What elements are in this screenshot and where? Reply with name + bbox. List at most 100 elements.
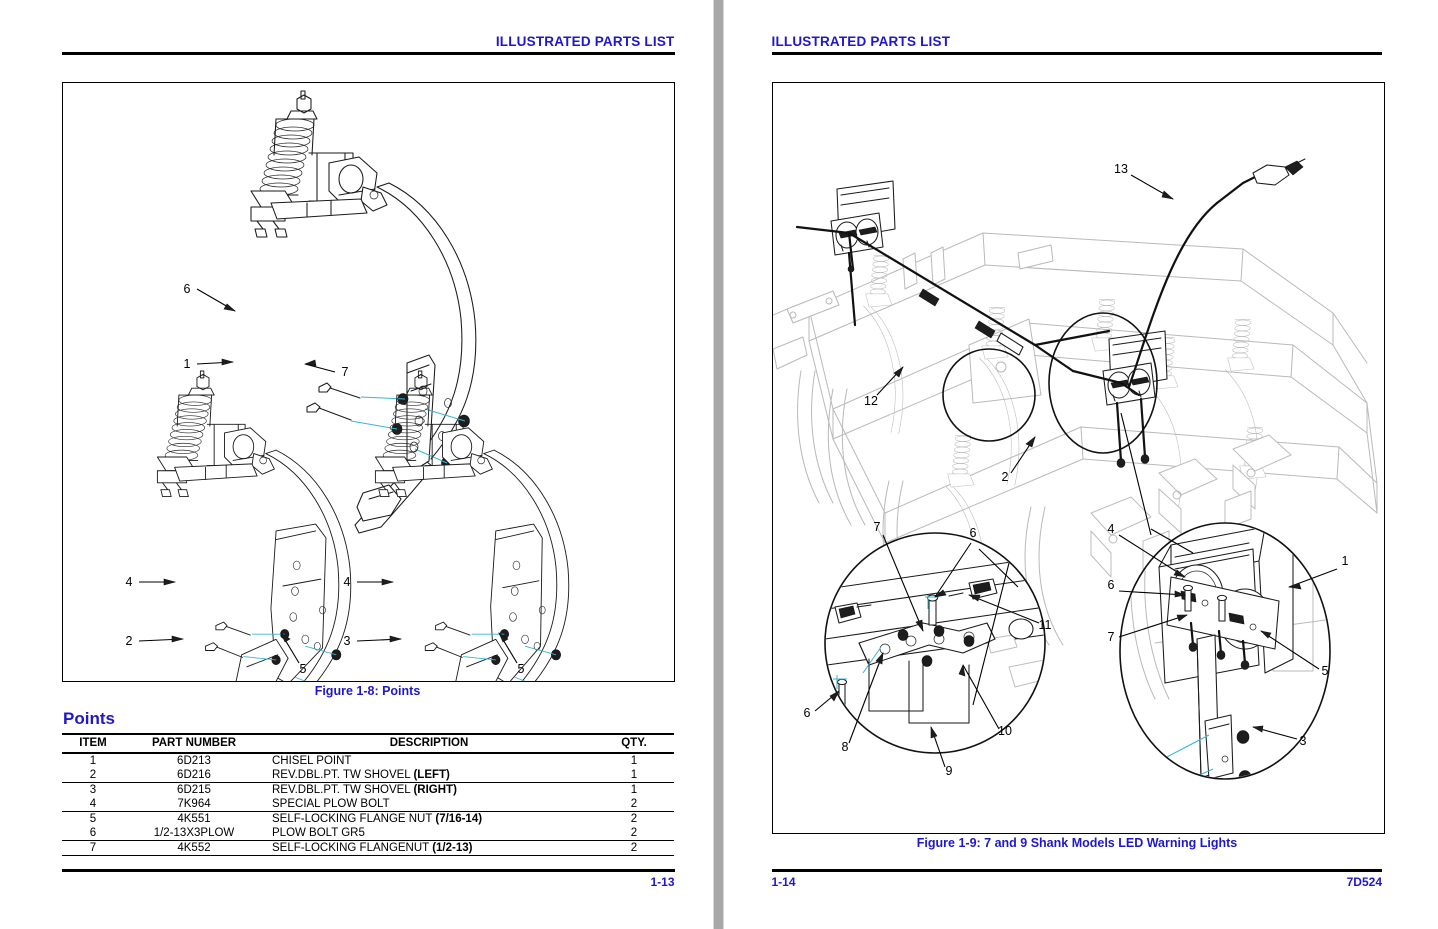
callout-8: 8 xyxy=(841,740,848,754)
cell-part-number: 4K551 xyxy=(177,813,211,825)
callout-13: 13 xyxy=(1114,162,1128,176)
callout-6-right: 6 xyxy=(1107,578,1114,592)
figure-1-9-callouts: 13 12 2 7 6 11 xyxy=(803,162,1348,778)
cell-description-emphasis: (RIGHT) xyxy=(413,784,457,796)
cell-item: 3 xyxy=(89,784,97,796)
cell-item: 2 xyxy=(62,768,124,783)
callout-4-right: 4 xyxy=(344,575,351,589)
detail-circle-2 xyxy=(941,348,1036,442)
col-header-part-number: PART NUMBER xyxy=(124,733,264,754)
callout-7-top: 7 xyxy=(342,365,349,379)
figure-1-8-artwork: 6 1 7 xyxy=(126,90,570,681)
cell-description-emphasis: (LEFT) xyxy=(413,769,450,781)
figure-1-9-caption: Figure 1-9: 7 and 9 Shank Models LED War… xyxy=(916,836,1238,850)
cell-item: 6 xyxy=(62,826,124,841)
cell-qty: 1 xyxy=(630,755,638,767)
callout-6-top: 6 xyxy=(184,282,191,296)
table-row: 1 6D213 CHISEL POINT 1 xyxy=(62,753,674,768)
col-header-item: ITEM xyxy=(62,733,124,754)
callout-group-top: 6 1 7 xyxy=(184,282,349,379)
callout-1-right: 1 xyxy=(1341,554,1348,568)
footer-rule-right xyxy=(771,869,1382,872)
detail-bubble-left xyxy=(823,532,1046,754)
callout-2-main: 2 xyxy=(1001,470,1008,484)
cell-description-emphasis: (7/16-14) xyxy=(435,813,483,825)
cell-description: REV.DBL.PT. TW SHOVEL (RIGHT) xyxy=(272,784,457,796)
cell-part-number: 7K964 xyxy=(124,797,264,812)
header-rule-right xyxy=(771,52,1382,55)
cell-qty: 2 xyxy=(630,813,638,825)
cell-qty: 1 xyxy=(630,784,638,796)
cell-description: SELF-LOCKING FLANGENUT (1/2-13) xyxy=(264,840,594,856)
cell-qty: 2 xyxy=(594,826,674,841)
callout-1-top: 1 xyxy=(184,357,191,371)
callout-10: 10 xyxy=(998,724,1012,738)
callout-2-left: 2 xyxy=(126,634,133,648)
parts-table: ITEM PART NUMBER DESCRIPTION QTY. 1 6D213… xyxy=(62,733,674,856)
callout-9: 9 xyxy=(945,764,952,778)
figure-1-9-artwork: 13 12 2 7 6 11 xyxy=(772,158,1377,780)
right-page-header: ILLUSTRATED PARTS LIST xyxy=(771,34,1382,55)
cell-part-number: 4K552 xyxy=(124,840,264,856)
bubble-leaders xyxy=(971,412,1193,706)
callout-group-bottom-right: 4 3 5 xyxy=(344,575,525,676)
cell-item: 7 xyxy=(62,840,124,856)
cell-description: REV.DBL.PT. TW SHOVEL (LEFT) xyxy=(264,768,594,783)
right-page-footer: 1-14 7D524 xyxy=(771,869,1382,889)
header-title-right: ILLUSTRATED PARTS LIST xyxy=(771,34,951,49)
cell-description: PLOW BOLT GR5 xyxy=(264,826,594,841)
page-left: ILLUSTRATED PARTS LIST xyxy=(0,0,713,929)
table-header-row: ITEM PART NUMBER DESCRIPTION QTY. xyxy=(62,733,674,754)
cell-item: 1 xyxy=(89,755,97,767)
cell-qty: 2 xyxy=(594,840,674,856)
detail-bubble-right xyxy=(1118,522,1331,780)
footer-page-number-right: 1-14 xyxy=(771,875,796,889)
cell-part-number: 6D216 xyxy=(124,768,264,783)
cell-qty: 2 xyxy=(594,797,674,812)
figure-1-8-caption: Figure 1-8: Points xyxy=(314,684,421,698)
cell-description: CHISEL POINT xyxy=(272,755,352,767)
cell-description: SPECIAL PLOW BOLT xyxy=(264,797,594,812)
cell-part-number: 6D213 xyxy=(177,755,211,767)
section-title-points: Points xyxy=(63,709,115,728)
cell-qty: 1 xyxy=(594,768,674,783)
col-header-qty: QTY. xyxy=(594,733,674,754)
cell-item: 4 xyxy=(62,797,124,812)
left-page-header: ILLUSTRATED PARTS LIST xyxy=(62,34,675,55)
callout-5-left: 5 xyxy=(300,662,307,676)
left-page-footer: 1-13 xyxy=(62,869,675,889)
callout-12: 12 xyxy=(864,394,878,408)
cell-description-emphasis: (1/2-13) xyxy=(432,842,473,854)
callout-6-detail: 6 xyxy=(969,526,976,540)
header-title-left: ILLUSTRATED PARTS LIST xyxy=(495,34,675,49)
callout-group-bottom-left: 4 2 5 xyxy=(126,575,307,676)
detail-circle-right-lamp xyxy=(1047,312,1158,454)
page-gutter xyxy=(712,0,724,929)
footer-page-number-left: 1-13 xyxy=(650,875,675,889)
callout-6-lower: 6 xyxy=(803,706,810,720)
cell-item: 5 xyxy=(89,813,97,825)
callout-4-left: 4 xyxy=(126,575,133,589)
cell-part-number: 1/2-13X3PLOW xyxy=(124,826,264,841)
header-rule-left xyxy=(62,52,675,55)
callout-7-right: 7 xyxy=(1107,630,1114,644)
callout-5-right: 5 xyxy=(518,662,525,676)
callout-3-right: 3 xyxy=(344,634,351,648)
col-header-description: DESCRIPTION xyxy=(264,733,594,754)
footer-rule-left xyxy=(62,869,675,872)
wiring-harness xyxy=(795,158,1306,397)
figure-1-9-box: 13 12 2 7 6 11 xyxy=(771,82,1385,834)
figure-1-8-box: 6 1 7 xyxy=(62,82,675,682)
callout-7-detail: 7 xyxy=(873,520,880,534)
callout-11: 11 xyxy=(1038,618,1051,632)
callout-3-right-detail: 3 xyxy=(1299,734,1306,748)
callout-5-right-detail: 5 xyxy=(1321,664,1328,678)
